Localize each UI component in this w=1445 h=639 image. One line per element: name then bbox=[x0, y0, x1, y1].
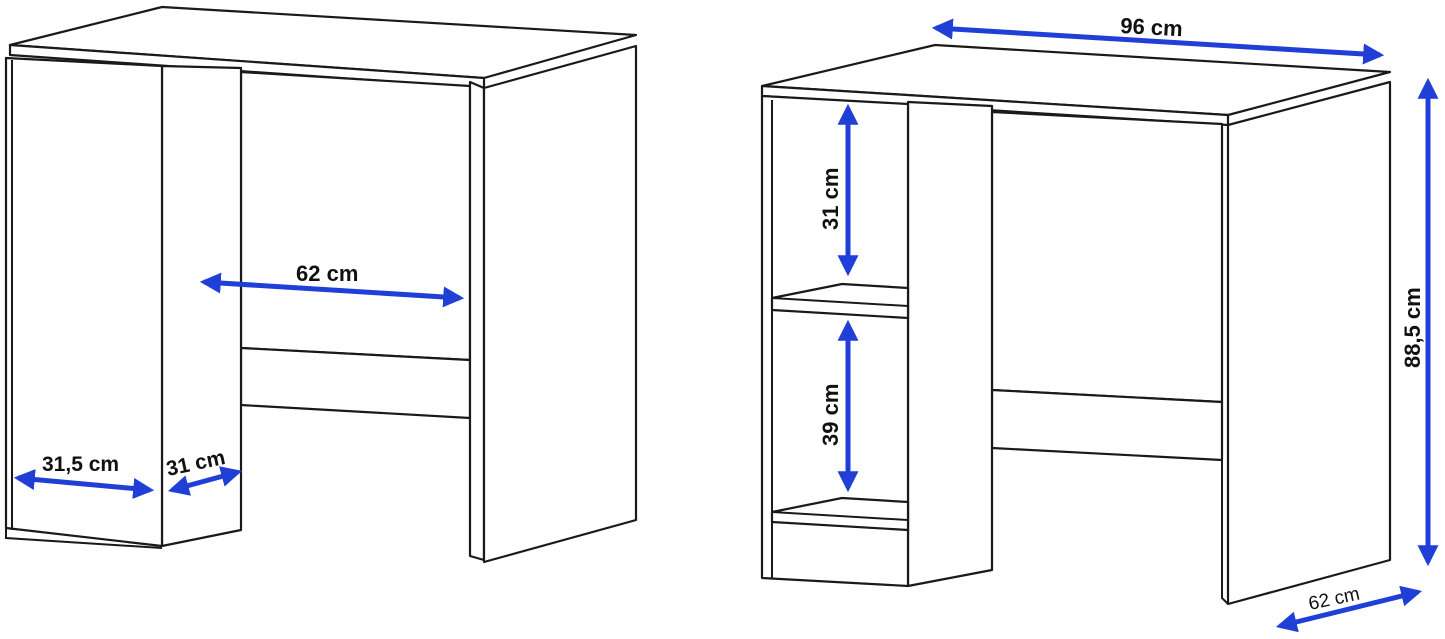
lower-shelf-height-label: 39 cm bbox=[818, 384, 843, 446]
side-depth-arrow bbox=[167, 466, 243, 496]
right-desk-shelf-side-panel bbox=[906, 100, 994, 588]
right-desk-right-leg-side bbox=[1226, 80, 1392, 606]
right-desk-drawing bbox=[760, 43, 1392, 606]
door-width-arrow bbox=[13, 469, 155, 499]
left-desk-right-leg-side bbox=[482, 44, 638, 564]
right-desk-bottom-shelf-edge bbox=[771, 511, 909, 521]
left-dimension-arrows bbox=[13, 272, 465, 499]
top-width-arrow bbox=[931, 18, 1385, 65]
left-desk-right-leg bbox=[468, 80, 486, 562]
knee-space-width-label: 62 cm bbox=[296, 261, 358, 286]
left-desk-cabinet-door bbox=[4, 56, 164, 548]
right-dimension-arrows bbox=[837, 18, 1439, 633]
right-desk-middle-shelf-edge bbox=[771, 297, 909, 307]
upper-shelf-height-label: 31 cm bbox=[818, 168, 843, 230]
right-desk-back-panel bbox=[990, 110, 1224, 404]
right-desk-bottom-shelf bbox=[770, 496, 910, 532]
height-label: 88,5 cm bbox=[1400, 287, 1425, 368]
left-desk-modesty-rail bbox=[239, 346, 472, 420]
left-desk-cabinet-base bbox=[5, 528, 163, 549]
left-desk-back-panel bbox=[239, 70, 472, 362]
right-desk-shelf-interior bbox=[760, 94, 910, 588]
knee-space-width-arrow bbox=[199, 272, 465, 308]
right-desk-modesty-rail bbox=[990, 388, 1224, 462]
door-width-label: 31,5 cm bbox=[42, 453, 119, 476]
top-width-label: 96 cm bbox=[1120, 13, 1184, 41]
right-desk-right-leg-edge bbox=[1221, 124, 1229, 605]
depth-arrow bbox=[1275, 585, 1423, 633]
